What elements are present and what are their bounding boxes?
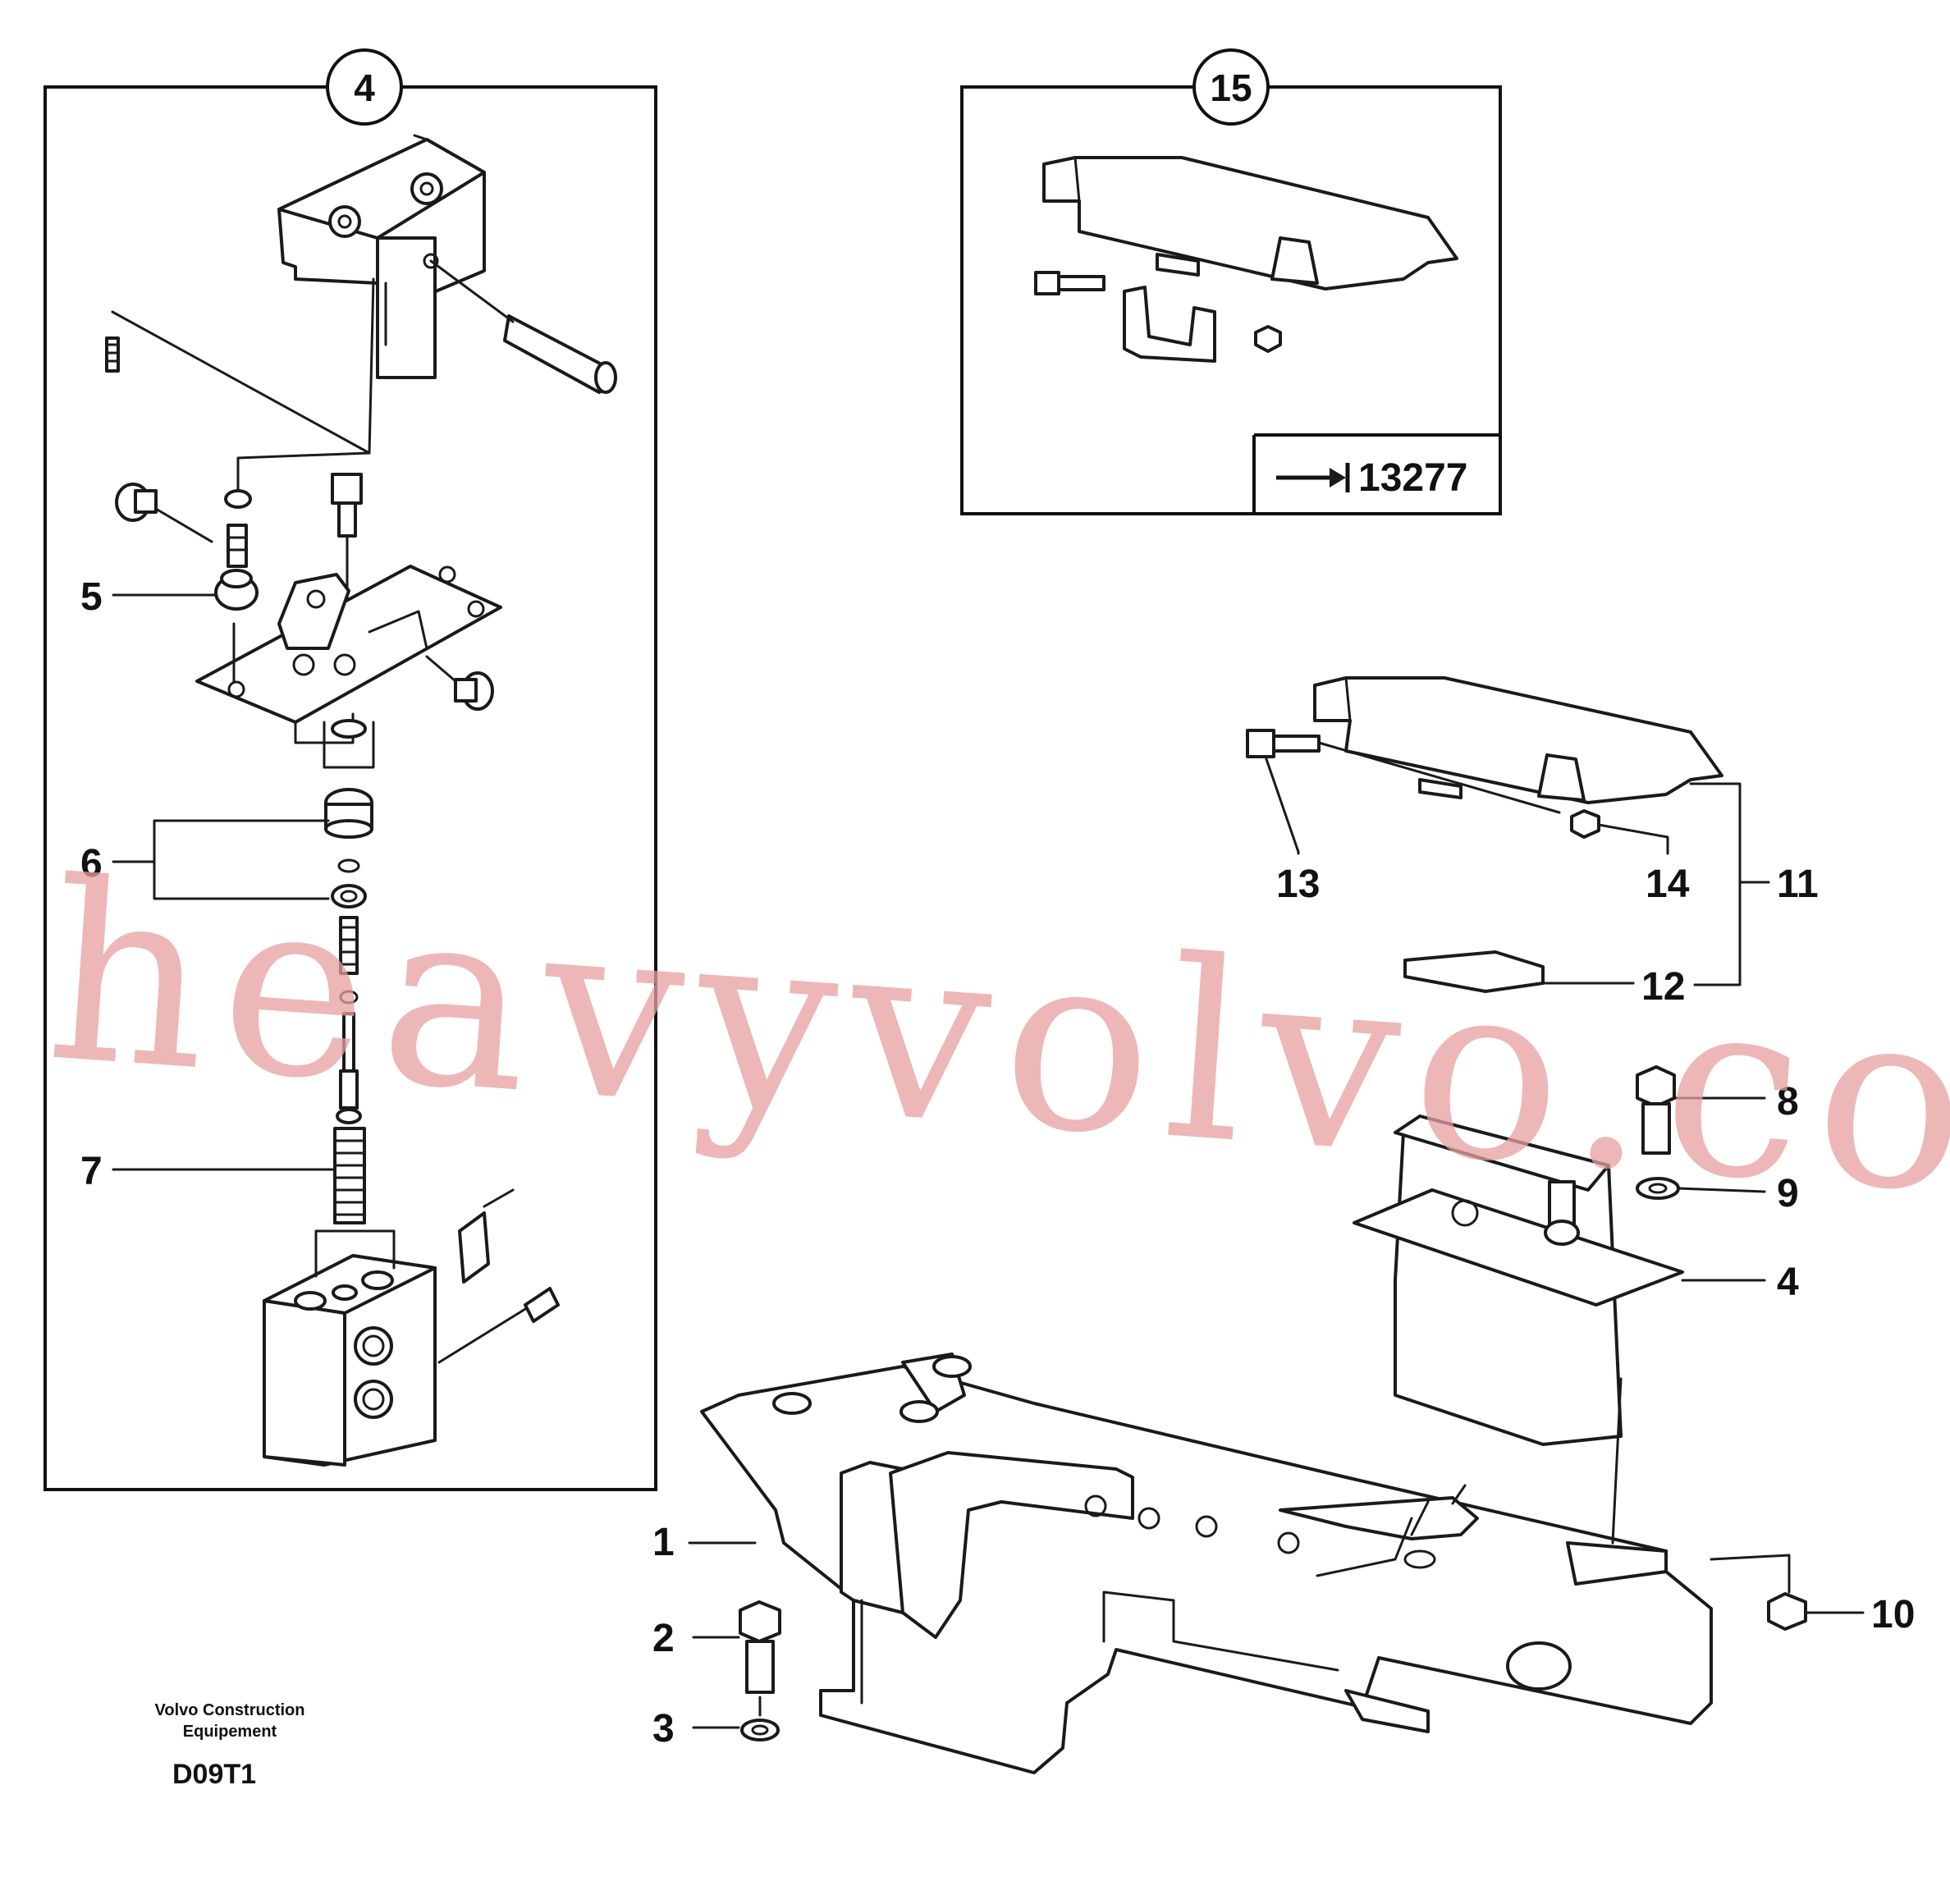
group-6-bracket <box>153 819 330 900</box>
upper-spring <box>339 916 359 975</box>
ball-joint-5 <box>214 569 259 611</box>
valve-body <box>263 1229 437 1467</box>
bushing-right <box>425 655 494 711</box>
set-screw <box>105 277 387 502</box>
label-3: 3 <box>652 1707 675 1751</box>
label-14: 14 <box>1646 863 1690 906</box>
label-5: 5 <box>80 575 103 619</box>
cover-assembly <box>1313 676 1723 804</box>
company-name-line1: Volvo Construction <box>155 1701 305 1719</box>
valve-mount-bracket <box>277 134 486 379</box>
cover-plate-detail <box>1042 156 1458 291</box>
stud-bolt <box>227 524 248 568</box>
nut-10 <box>1710 1554 1865 1631</box>
company-name-line2: Equipement <box>183 1723 277 1741</box>
label-6: 6 <box>80 842 103 886</box>
bolt-8 <box>1636 1065 1766 1155</box>
label-8: 8 <box>1777 1080 1799 1124</box>
label-1: 1 <box>652 1521 675 1564</box>
label-2: 2 <box>652 1617 675 1660</box>
detail-frame-4: 4 <box>43 48 657 1491</box>
label-12: 12 <box>1641 965 1685 1009</box>
label-4: 4 <box>1777 1261 1799 1304</box>
bolt-2 <box>692 1600 781 1717</box>
reference-number: 13277 <box>1358 456 1467 500</box>
lever-plate <box>195 565 502 744</box>
main-spring-7 <box>333 1127 366 1224</box>
detail-15-callout-circle <box>1192 48 1270 126</box>
detail-frame-15: 15 13277 <box>960 48 1502 515</box>
pilot-valve-assembly <box>1353 1114 1684 1446</box>
upper-washer <box>224 489 252 509</box>
cap-screw <box>331 473 363 658</box>
detail-bolt <box>1034 271 1105 295</box>
leader-valve-link <box>1611 1377 1623 1545</box>
countersunk-screw <box>437 1287 560 1364</box>
detail-15-callout-label: 15 <box>1210 66 1252 109</box>
detail-4-callout-circle <box>326 48 403 126</box>
label-7: 7 <box>80 1150 103 1193</box>
bolt-13 <box>1246 729 1561 854</box>
nut-14 <box>1570 809 1669 855</box>
control-bracket <box>700 1352 1713 1774</box>
plunger-washer <box>323 719 375 769</box>
bushing-left <box>115 483 213 543</box>
spool <box>336 990 362 1124</box>
detail-nut <box>1254 325 1282 353</box>
valve-plug <box>324 788 373 839</box>
detail-4-callout-label: 4 <box>354 66 375 109</box>
washer-9 <box>1636 1177 1766 1200</box>
retainer-clip <box>458 1188 515 1284</box>
pivot-pin <box>429 259 617 394</box>
seal-ring <box>331 884 367 909</box>
group-11-bracket <box>1689 782 1742 986</box>
label-10: 10 <box>1871 1593 1915 1636</box>
circlip <box>337 858 360 873</box>
label-13: 13 <box>1276 863 1320 906</box>
reference-arrow <box>1276 463 1350 492</box>
drawing-code: D09T1 <box>172 1759 256 1790</box>
label-9: 9 <box>1777 1172 1799 1215</box>
detail-latch <box>1123 286 1216 363</box>
washer-3 <box>692 1719 780 1742</box>
label-11: 11 <box>1777 863 1819 906</box>
